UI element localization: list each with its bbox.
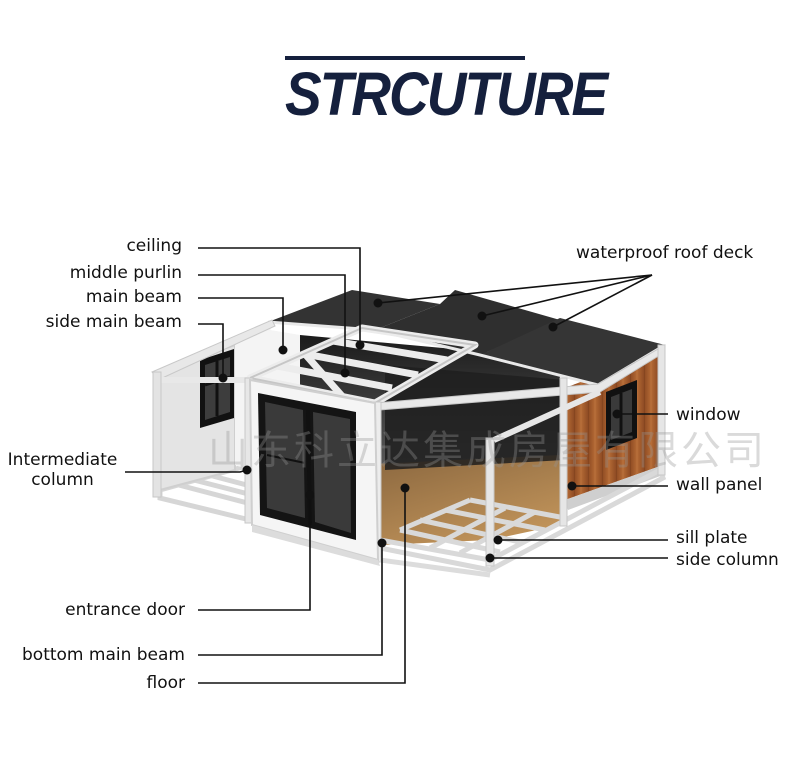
- right-side-column: [485, 437, 495, 567]
- label-side-main-beam: side main beam: [45, 312, 182, 332]
- leader-intermediate-column: [125, 469, 248, 473]
- entrance-door-graphic: [258, 393, 356, 540]
- label-window: window: [676, 405, 741, 425]
- label-intermediate-line2: column: [31, 470, 94, 490]
- label-intermediate-line1: Intermediate: [7, 450, 118, 470]
- leader-middle-purlin: [198, 274, 346, 373]
- leader-side-main-beam: [198, 323, 224, 378]
- leader-floor: [198, 488, 406, 684]
- leader-ceiling: [198, 247, 361, 345]
- roof-deck-left: [268, 290, 440, 330]
- leader-roof-deck-1: [377, 274, 653, 304]
- roof-deck-right: [480, 318, 665, 385]
- label-middle-purlin: middle purlin: [69, 263, 182, 283]
- label-wall-panel: wall panel: [676, 475, 763, 495]
- label-bottom-main-beam: bottom main beam: [22, 645, 185, 665]
- left-corner-column: [152, 371, 162, 498]
- leader-bottom-main-beam: [198, 543, 383, 656]
- leader-main-beam: [198, 297, 284, 350]
- label-sill-plate: sill plate: [676, 528, 748, 548]
- leader-entrance-door: [198, 495, 311, 611]
- title-rule: [285, 56, 525, 60]
- label-intermediate-column: Intermediate column: [0, 450, 125, 490]
- label-side-column: side column: [676, 550, 779, 570]
- label-waterproof-roof-deck: waterproof roof deck: [576, 243, 754, 263]
- label-main-beam: main beam: [85, 287, 182, 307]
- label-floor: floor: [146, 673, 186, 693]
- leader-dots: [218, 298, 622, 563]
- leader-roof-deck-2: [481, 274, 653, 317]
- leader-roof-deck-3: [552, 274, 653, 328]
- label-entrance-door: entrance door: [65, 600, 185, 620]
- watermark: 山东科立达集成房屋有限公司: [208, 428, 767, 474]
- label-ceiling: ceiling: [126, 236, 182, 256]
